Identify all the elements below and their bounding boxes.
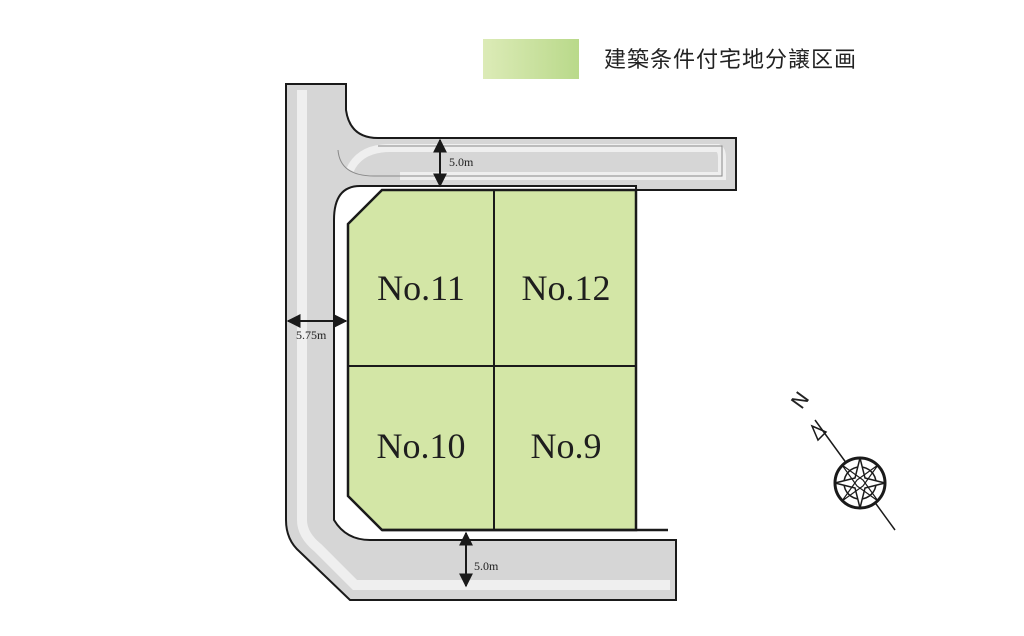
road-network (285, 83, 737, 601)
lot-label-no9: No.9 (531, 426, 602, 466)
west-road (285, 83, 737, 601)
lot-label-no10: No.10 (377, 426, 466, 466)
north-road-width-label: 5.0m (449, 155, 474, 169)
legend-swatch (483, 39, 579, 79)
lot-block-outline (346, 188, 638, 532)
lot-label-no12: No.12 (522, 268, 611, 308)
compass-north-label: N (786, 387, 814, 413)
road-centerline (297, 90, 670, 590)
west-road-width-label: 5.75m (296, 328, 327, 342)
dimensions: 5.0m 5.75m 5.0m (286, 138, 499, 588)
south-road-width-label: 5.0m (474, 559, 499, 573)
north-road-edge (337, 145, 723, 177)
compass-north-arrow (810, 424, 828, 442)
compass-star-diagonal (841, 464, 879, 502)
compass-rose: N (786, 387, 896, 531)
lots-group: No.11 No.12 No.10 No.9 (346, 188, 668, 532)
legend-label: 建築条件付宅地分譲区画 (604, 48, 858, 73)
compass-star (834, 457, 886, 509)
lot-label-no11: No.11 (377, 268, 465, 308)
